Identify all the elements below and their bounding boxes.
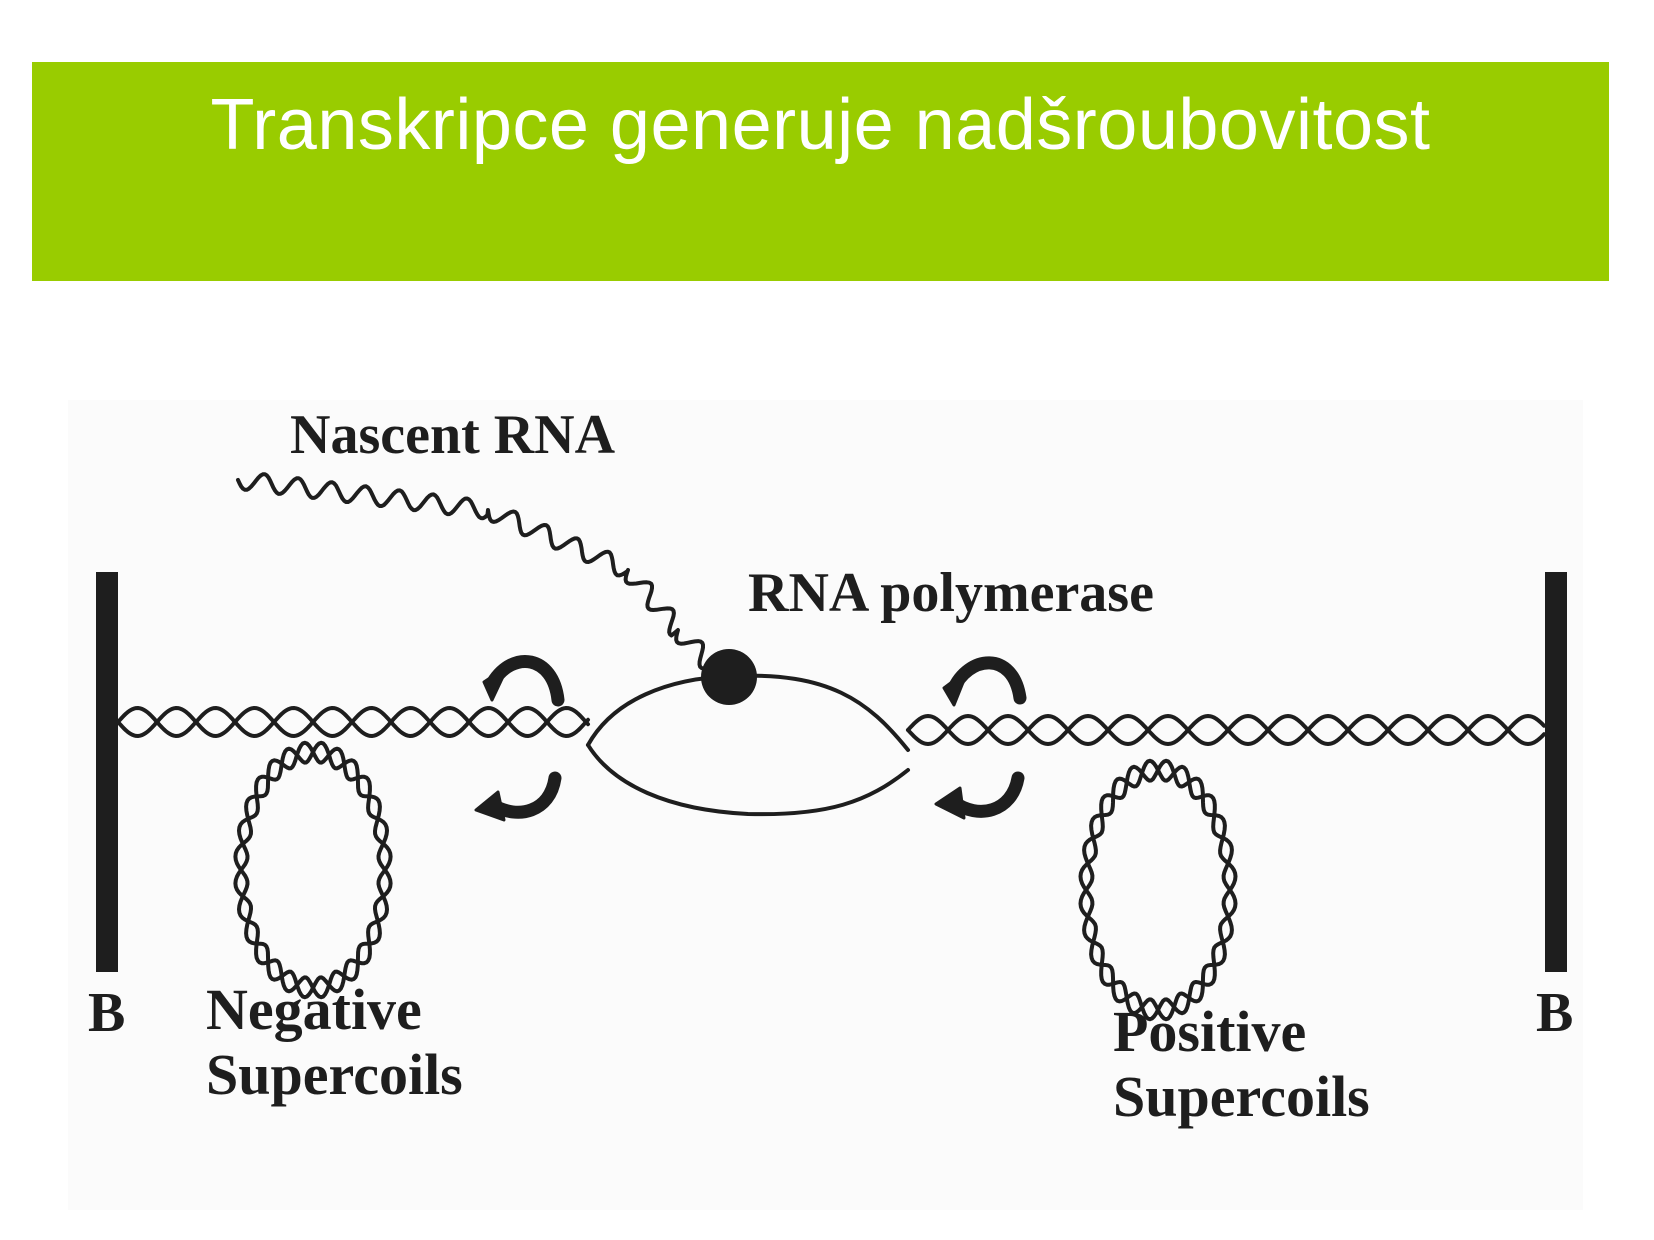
label-negative-supercoils: Negative Supercoils (206, 977, 463, 1108)
left-barrier (96, 572, 118, 972)
rotation-arrow-left-top (482, 655, 565, 707)
dna-strand-right-a (906, 714, 1546, 746)
transcription-bubble-bottom (586, 743, 910, 817)
nascent-rna-strand (236, 472, 705, 670)
label-positive-supercoils: Positive Supercoils (1113, 999, 1370, 1130)
title-banner: Transkripce generuje nadšroubovitost (32, 62, 1609, 281)
dna-strand-right-b (906, 714, 1546, 746)
dna-strand-left-b (116, 706, 590, 738)
diagram-drawing (96, 472, 1567, 1022)
rotation-arrow-right-bottom (934, 771, 1025, 820)
slide-title: Transkripce generuje nadšroubovitost (210, 85, 1431, 165)
label-nascent-rna: Nascent RNA (290, 404, 616, 466)
rna-polymerase-dot (701, 649, 757, 705)
right-barrier (1545, 572, 1567, 972)
label-positive-line1: Positive (1113, 999, 1307, 1064)
label-positive-line2: Supercoils (1113, 1063, 1370, 1129)
label-barrier-right: B (1536, 982, 1574, 1044)
supercoiling-diagram: Nascent RNA RNA polymerase B B Negative … (68, 400, 1583, 1210)
label-negative-line2: Supercoils (206, 1041, 463, 1107)
rotation-arrow-left-bottom (474, 771, 562, 822)
rotation-arrow-right-top (942, 656, 1027, 707)
label-negative-line1: Negative (206, 977, 422, 1042)
label-rna-polymerase: RNA polymerase (748, 562, 1154, 624)
positive-supercoil-strand-b (1078, 758, 1238, 1022)
label-barrier-left: B (88, 982, 126, 1044)
negative-supercoil-strand-b (233, 740, 393, 1000)
